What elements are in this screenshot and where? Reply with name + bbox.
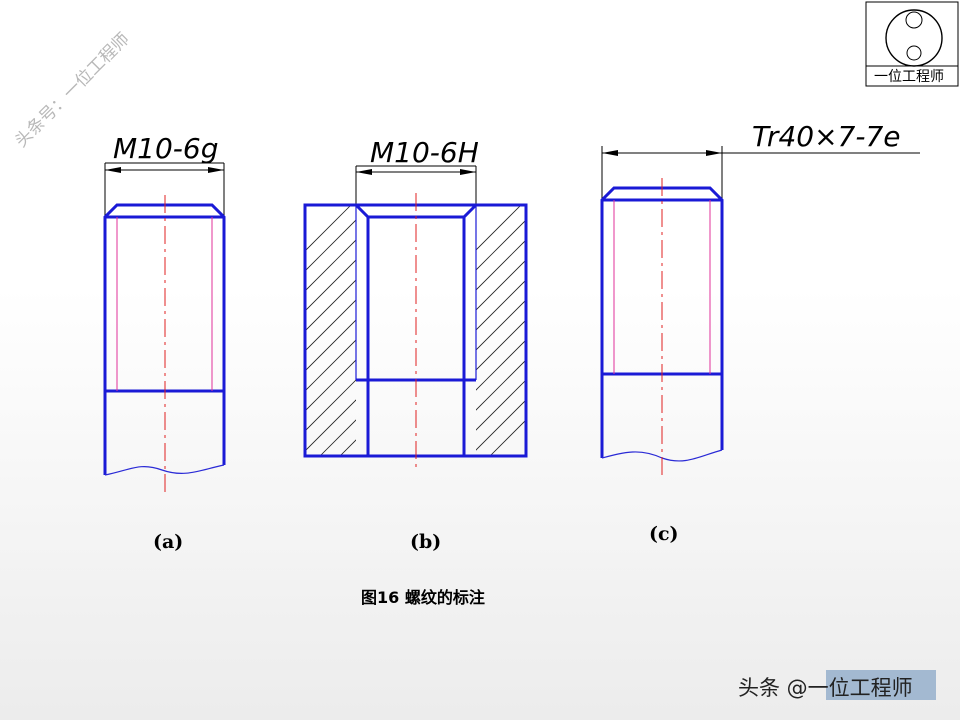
- spec-label-b: M10-6H: [370, 136, 479, 169]
- logo-frame: [865, 1, 959, 87]
- bolt-c-outline: [600, 186, 724, 458]
- bolt-a-break-line: [104, 464, 225, 476]
- bottom-watermark: 头条 @一位工程师: [738, 670, 936, 700]
- bolt-a-outline: [103, 203, 226, 475]
- dim-b-arrow-right: [460, 169, 476, 175]
- sublabel-a: (a): [153, 531, 183, 553]
- logo-name: 一位工程师: [874, 69, 944, 85]
- figure-caption: 图16 螺纹的标注: [361, 588, 485, 607]
- sublabel-c: (c): [649, 523, 679, 545]
- view-a-external-thread: M10-6g: [103, 132, 226, 497]
- dim-c-arrow-right: [706, 150, 722, 156]
- view-b-internal-thread: M10-6H: [303, 136, 528, 472]
- logo-dot-bottom: [906, 45, 922, 61]
- dim-a-arrow-right: [208, 167, 224, 173]
- dim-b-arrow-left: [356, 169, 372, 175]
- sublabel-b: (b): [410, 531, 441, 553]
- spec-label-a: M10-6g: [113, 132, 218, 165]
- hatch-left: [305, 205, 356, 456]
- bottom-watermark-bg: [826, 670, 936, 700]
- spec-label-c: Tr40×7-7e: [752, 120, 901, 153]
- view-c-trapezoidal-thread: Tr40×7-7e: [600, 120, 920, 480]
- bottom-watermark-text: 头条 @一位工程师: [738, 676, 913, 700]
- logo-dot-top: [905, 11, 923, 29]
- logo-badge: 一位工程师: [865, 1, 959, 87]
- hatch-right: [476, 205, 526, 456]
- dim-c-arrow-left: [602, 150, 618, 156]
- dim-a-arrow-left: [105, 167, 121, 173]
